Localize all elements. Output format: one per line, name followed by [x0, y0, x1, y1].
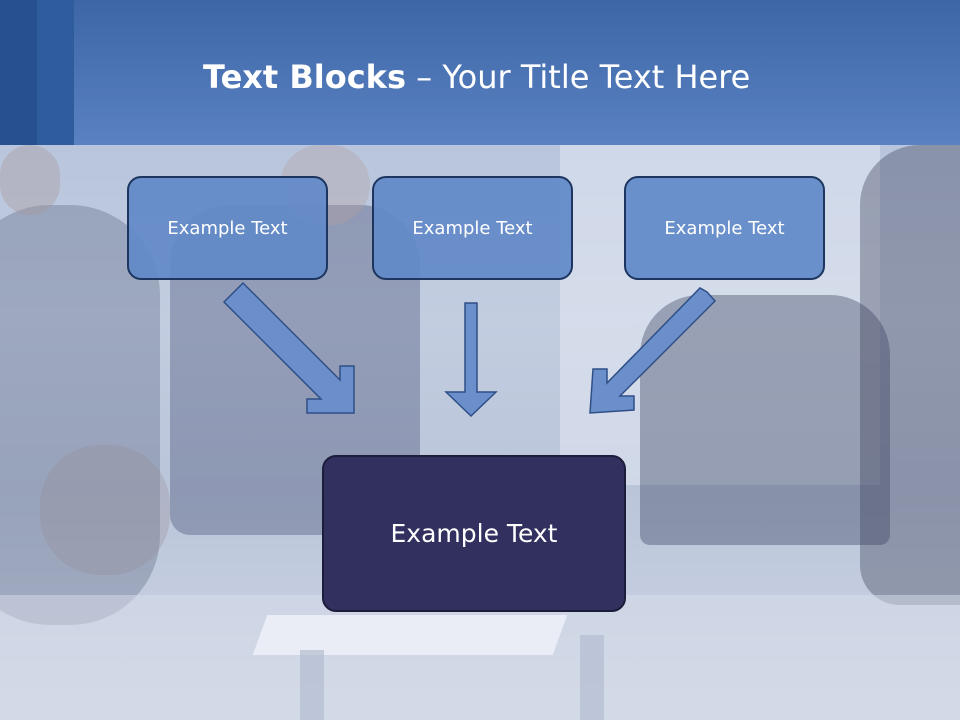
arrow-left-diagonal: [222, 281, 355, 414]
text-block-bottom: Example Text: [322, 455, 626, 612]
accent-stripe-dark: [0, 0, 37, 145]
text-block-left-label: Example Text: [167, 217, 288, 239]
accent-stripe-mid: [37, 0, 74, 145]
text-block-center-label: Example Text: [412, 217, 533, 239]
text-block-right-label: Example Text: [664, 217, 785, 239]
slide-title: Text Blocks – Your Title Text Here: [203, 52, 750, 102]
text-block-bottom-label: Example Text: [390, 519, 558, 548]
slide-title-bold: Text Blocks: [203, 58, 406, 96]
arrow-center-down: [444, 302, 498, 418]
text-block-center: Example Text: [372, 176, 573, 280]
arrow-right-diagonal: [589, 287, 717, 414]
background-photo: [0, 145, 960, 720]
slide-title-rest: – Your Title Text Here: [406, 58, 751, 96]
title-bar: Text Blocks – Your Title Text Here: [0, 0, 960, 145]
text-block-left: Example Text: [127, 176, 328, 280]
text-block-right: Example Text: [624, 176, 825, 280]
